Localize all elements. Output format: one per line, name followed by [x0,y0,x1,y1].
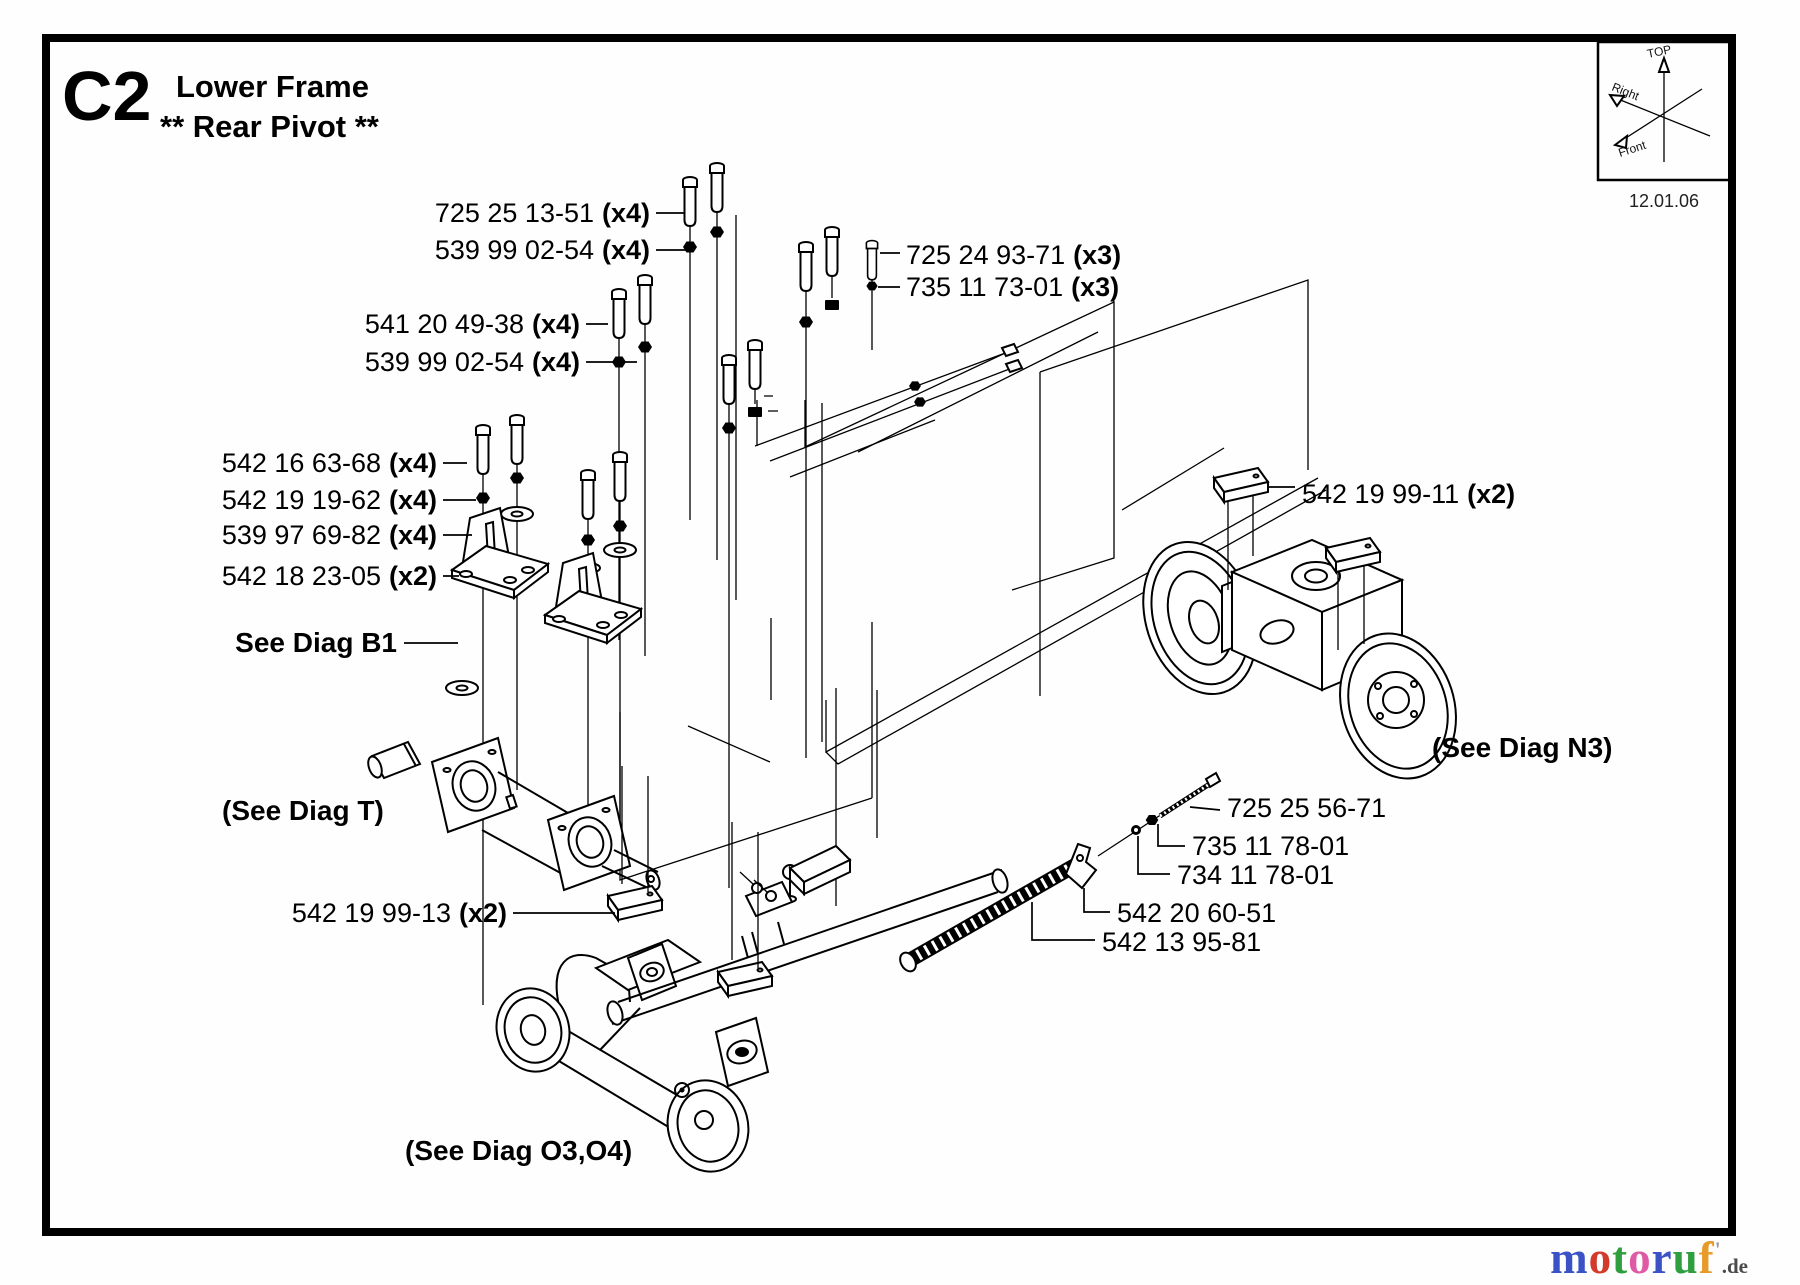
part-label: 542 19 99-13(x2) [292,898,507,928]
pivot-bracket [544,552,642,644]
spring-bracket [1064,842,1098,890]
hex-bolt [509,414,525,465]
see-diag-b1-label: See Diag B1 [235,627,397,658]
ghost-panel-lower [619,622,873,881]
screw-head [1000,342,1020,358]
part-label: 539 99 02-54(x4) [435,235,650,265]
page-border [42,34,1736,1236]
part-label: 542 19 99-11(x2) [1302,479,1515,509]
ghost-panel-inner [857,331,1099,453]
washer [500,506,534,522]
logo-letter: o [1588,1233,1613,1283]
hex-nut [799,316,813,328]
logo-suffix: .de [1721,1254,1748,1278]
spacer-block [607,885,663,921]
hex-nut [476,492,490,504]
hex-bolt [682,176,698,227]
see-diag-o3o4-label: (See Diag O3,O4) [405,1135,632,1166]
see-diag-t-label: (See Diag T) [222,795,384,826]
leader-lines [404,212,1295,941]
orientation-compass: TOP Right Front [1596,40,1732,182]
part-label: 725 25 13-51(x4) [435,198,650,228]
part-label: 542 19 19-62(x4) [222,485,437,515]
part-label: 539 99 02-54(x4) [365,347,580,377]
tick-marks [764,395,778,412]
logo-letter: u [1672,1233,1699,1283]
part-label: 725 25 56-71 [1227,793,1386,823]
hex-nut [613,520,627,532]
lower-frame-assembly [495,766,1009,1173]
hex-nut [510,472,524,484]
hex-bolt [824,226,840,277]
diagram-code: C2 [62,57,151,135]
spacer-block [717,961,773,997]
part-label: 542 13 95-81 [1102,927,1261,957]
ghost-vertical-lines [735,215,1041,906]
spring-assembly [899,771,1222,973]
hex-bolt [475,424,491,475]
adjuster-bolt [1158,782,1210,819]
part-label: 542 16 63-68(x4) [222,448,437,478]
washer [445,680,479,696]
hex-nut [722,422,736,434]
pivot-shaft-assembly [367,736,661,892]
compass-axes-icon [1608,55,1711,162]
hex-bolt [611,288,627,339]
ghost-outlines [619,215,1327,906]
spacer-block [1213,467,1269,503]
part-labels: 725 25 13-51(x4) 539 99 02-54(x4) 541 20… [222,198,1613,1166]
hex-bolt-small [865,239,879,281]
rear-axle-assembly [1142,467,1457,780]
hex-bolt [721,354,737,405]
logo-letter: f [1698,1233,1715,1283]
ghost-panel-upper [804,300,1115,591]
see-diag-n3-label: (See Diag N3) [1432,732,1613,763]
hex-bolt [709,162,725,213]
compass-box [1596,40,1732,182]
logo-letter: ' [1714,1237,1722,1262]
part-label: 542 20 60-51 [1117,898,1276,928]
hex-bolt [747,339,763,390]
logo-letter: o [1628,1233,1652,1283]
title-block: C2 Lower Frame ** Rear Pivot ** [62,57,380,144]
hex-nut [710,226,724,238]
compass-top-label: TOP [1646,42,1673,61]
cap-nut [825,300,839,310]
logo-letter: r [1651,1233,1673,1283]
diagonal-screws [754,342,1024,478]
diagram-title: Lower Frame [176,69,369,104]
hex-bolt [580,469,596,520]
bolt-head [1204,771,1222,789]
part-label: 735 11 73-01(x3) [906,272,1119,302]
screw-head [1004,358,1024,374]
hex-nut [581,534,595,546]
mount-brackets [451,507,642,644]
hex-bolt [637,274,653,325]
fasteners [445,162,1024,1005]
hex-nut [909,381,921,391]
diagram-date: 12.01.06 [1629,191,1699,211]
part-label: 734 11 78-01 [1177,860,1334,890]
motoruf-logo[interactable]: motoruf'.de [1550,1236,1748,1281]
logo-letter: m [1550,1233,1589,1283]
pivot-bracket [451,507,549,599]
cap-nut [748,407,762,417]
part-label: 542 18 23-05(x2) [222,561,437,591]
part-label: 735 11 78-01 [1192,831,1349,861]
part-label: 539 97 69-82(x4) [222,520,437,550]
hex-nut [866,281,878,291]
hex-nut [638,341,652,353]
logo-letter: t [1612,1233,1629,1283]
part-label: 725 24 93-71(x3) [906,240,1121,270]
diagram-subtitle: ** Rear Pivot ** [160,109,380,144]
ghost-panel-right [1039,279,1309,470]
washer [603,542,637,558]
coil-spring [902,858,1082,968]
ghost-diagonal-right [1121,447,1225,511]
hex-bolt [798,241,814,292]
part-label: 541 20 49-38(x4) [365,309,580,339]
hex-bolt [612,451,628,502]
